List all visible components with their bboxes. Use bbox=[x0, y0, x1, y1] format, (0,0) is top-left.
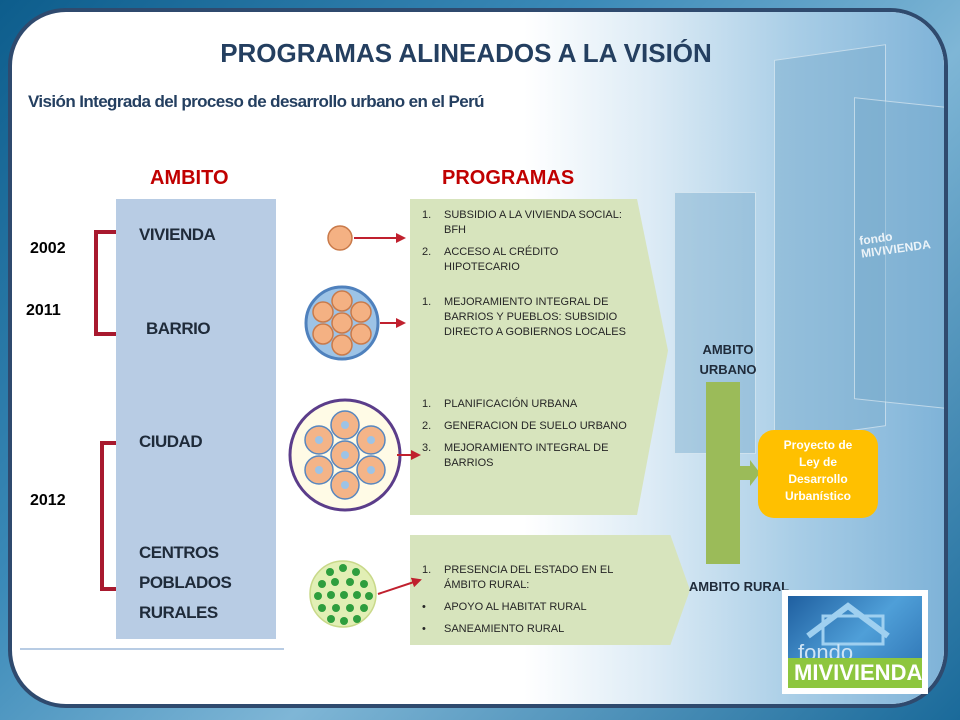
header-programas: PROGRAMAS bbox=[442, 167, 575, 189]
program-item: 1.SUBSIDIO A LA VIVIENDA SOCIAL: BFH bbox=[422, 209, 622, 236]
fondo-mivivienda-logo: fondo MIVIVIENDA bbox=[782, 590, 928, 694]
proyecto-ley-box: Proyecto de Ley de Desarrollo Urbanístic… bbox=[758, 430, 878, 518]
bracket-2012 bbox=[100, 441, 122, 591]
logo-text-mivivienda: MIVIVIENDA bbox=[788, 658, 922, 688]
header-ambito: AMBITO bbox=[150, 167, 229, 189]
divider-line bbox=[20, 648, 284, 650]
year-2002: 2002 bbox=[30, 240, 66, 257]
ambito-bar bbox=[706, 382, 740, 564]
program-item: 2.GENERACION DE SUELO URBANO bbox=[422, 420, 627, 432]
programs-vivienda: 1.SUBSIDIO A LA VIVIENDA SOCIAL: BFH 2.A… bbox=[422, 208, 632, 282]
green-arrow-icon bbox=[740, 460, 760, 486]
logo-house-icon bbox=[806, 602, 890, 646]
program-item: 1.MEJORAMIENTO INTEGRAL DE BARRIOS Y PUE… bbox=[422, 296, 626, 338]
program-box-urbano bbox=[410, 199, 668, 515]
programs-barrio: 1.MEJORAMIENTO INTEGRAL DE BARRIOS Y PUE… bbox=[422, 295, 647, 347]
page-subtitle: Visión Integrada del proceso de desarrol… bbox=[28, 92, 484, 111]
bracket-2002-2011 bbox=[94, 230, 118, 336]
program-item: 3.MEJORAMIENTO INTEGRAL DE BARRIOS bbox=[422, 442, 609, 469]
label-ambito-urbano: AMBITO URBANO bbox=[699, 342, 757, 377]
programs-rural: 1.PRESENCIA DEL ESTADO EN EL ÁMBITO RURA… bbox=[422, 563, 647, 644]
label-ambito-rural: AMBITO RURAL bbox=[688, 579, 790, 594]
ambito-vivienda: VIVIENDA bbox=[139, 225, 216, 244]
program-box-rural bbox=[410, 535, 690, 645]
program-item: 2.ACCESO AL CRÉDITO HIPOTECARIO bbox=[422, 246, 559, 273]
program-item: 1.PLANIFICACIÓN URBANA bbox=[422, 398, 578, 410]
page-title: PROGRAMAS ALINEADOS A LA VISIÓN bbox=[220, 38, 712, 68]
ambito-centros-poblados-rurales: CENTROS POBLADOS RURALES bbox=[139, 543, 232, 622]
program-item: •SANEAMIENTO RURAL bbox=[422, 623, 565, 635]
ambito-barrio: BARRIO bbox=[146, 319, 211, 338]
ambito-column bbox=[116, 199, 276, 639]
programs-ciudad: 1.PLANIFICACIÓN URBANA 2.GENERACION DE S… bbox=[422, 397, 644, 478]
year-2012: 2012 bbox=[30, 492, 66, 509]
program-item: 1.PRESENCIA DEL ESTADO EN EL ÁMBITO RURA… bbox=[422, 564, 613, 591]
program-item: •APOYO AL HABITAT RURAL bbox=[422, 601, 587, 613]
year-2011: 2011 bbox=[26, 302, 61, 319]
ambito-ciudad: CIUDAD bbox=[139, 432, 203, 451]
logo-graphic: fondo MIVIVIENDA bbox=[788, 596, 922, 688]
